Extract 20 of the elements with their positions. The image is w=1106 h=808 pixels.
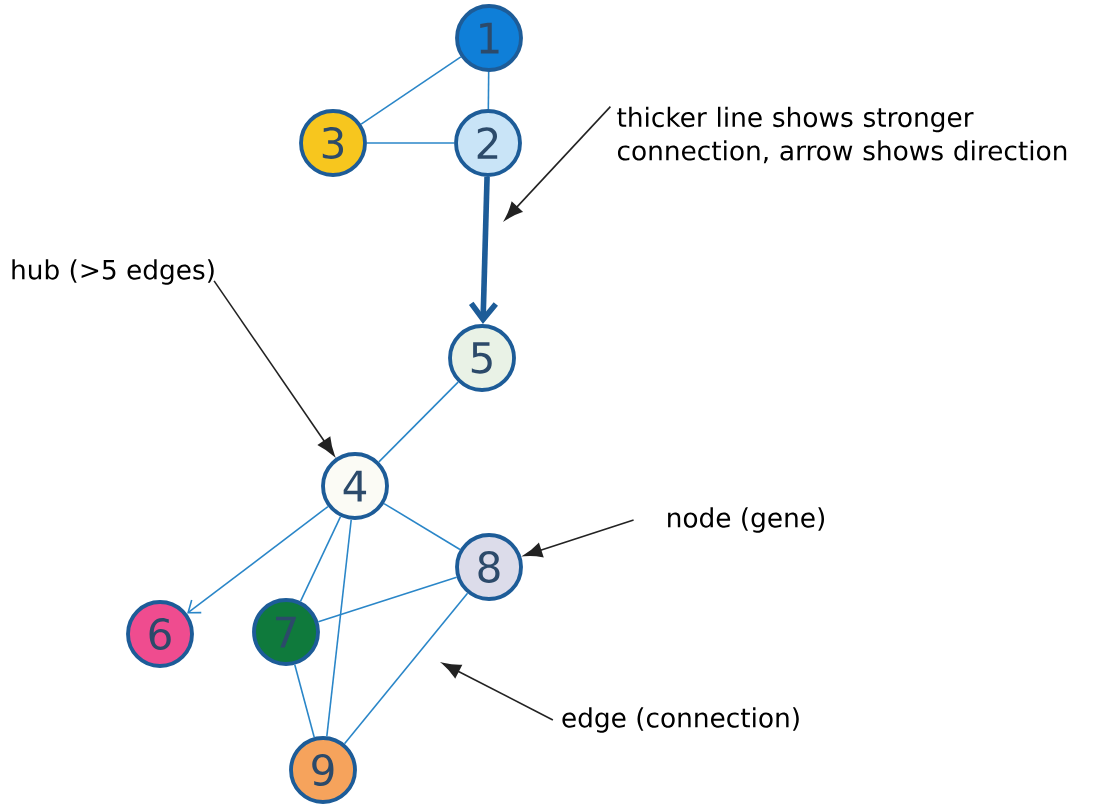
edge-line bbox=[299, 515, 342, 603]
leader-line bbox=[442, 662, 554, 721]
leader-line bbox=[504, 105, 612, 221]
edge-line bbox=[317, 576, 458, 623]
edge-line bbox=[366, 142, 455, 144]
annotation-text: node (gene) bbox=[668, 507, 825, 533]
edge-line bbox=[360, 56, 462, 125]
annotation-text: edge (connection) bbox=[562, 707, 799, 733]
arrow bbox=[187, 505, 329, 614]
edge-line bbox=[378, 381, 459, 463]
edge-line bbox=[343, 592, 469, 745]
arrow bbox=[468, 176, 498, 325]
edge-line bbox=[487, 71, 490, 110]
leader-line bbox=[213, 280, 335, 457]
annotation-text: thicker line shows stronger connection, arrow shows direction bbox=[617, 106, 1067, 164]
leader-line bbox=[523, 519, 635, 558]
annotation-text: hub (>5 edges) bbox=[12, 259, 214, 285]
edge-line bbox=[326, 518, 352, 738]
edge-line bbox=[294, 664, 315, 738]
edge-line bbox=[383, 502, 461, 551]
